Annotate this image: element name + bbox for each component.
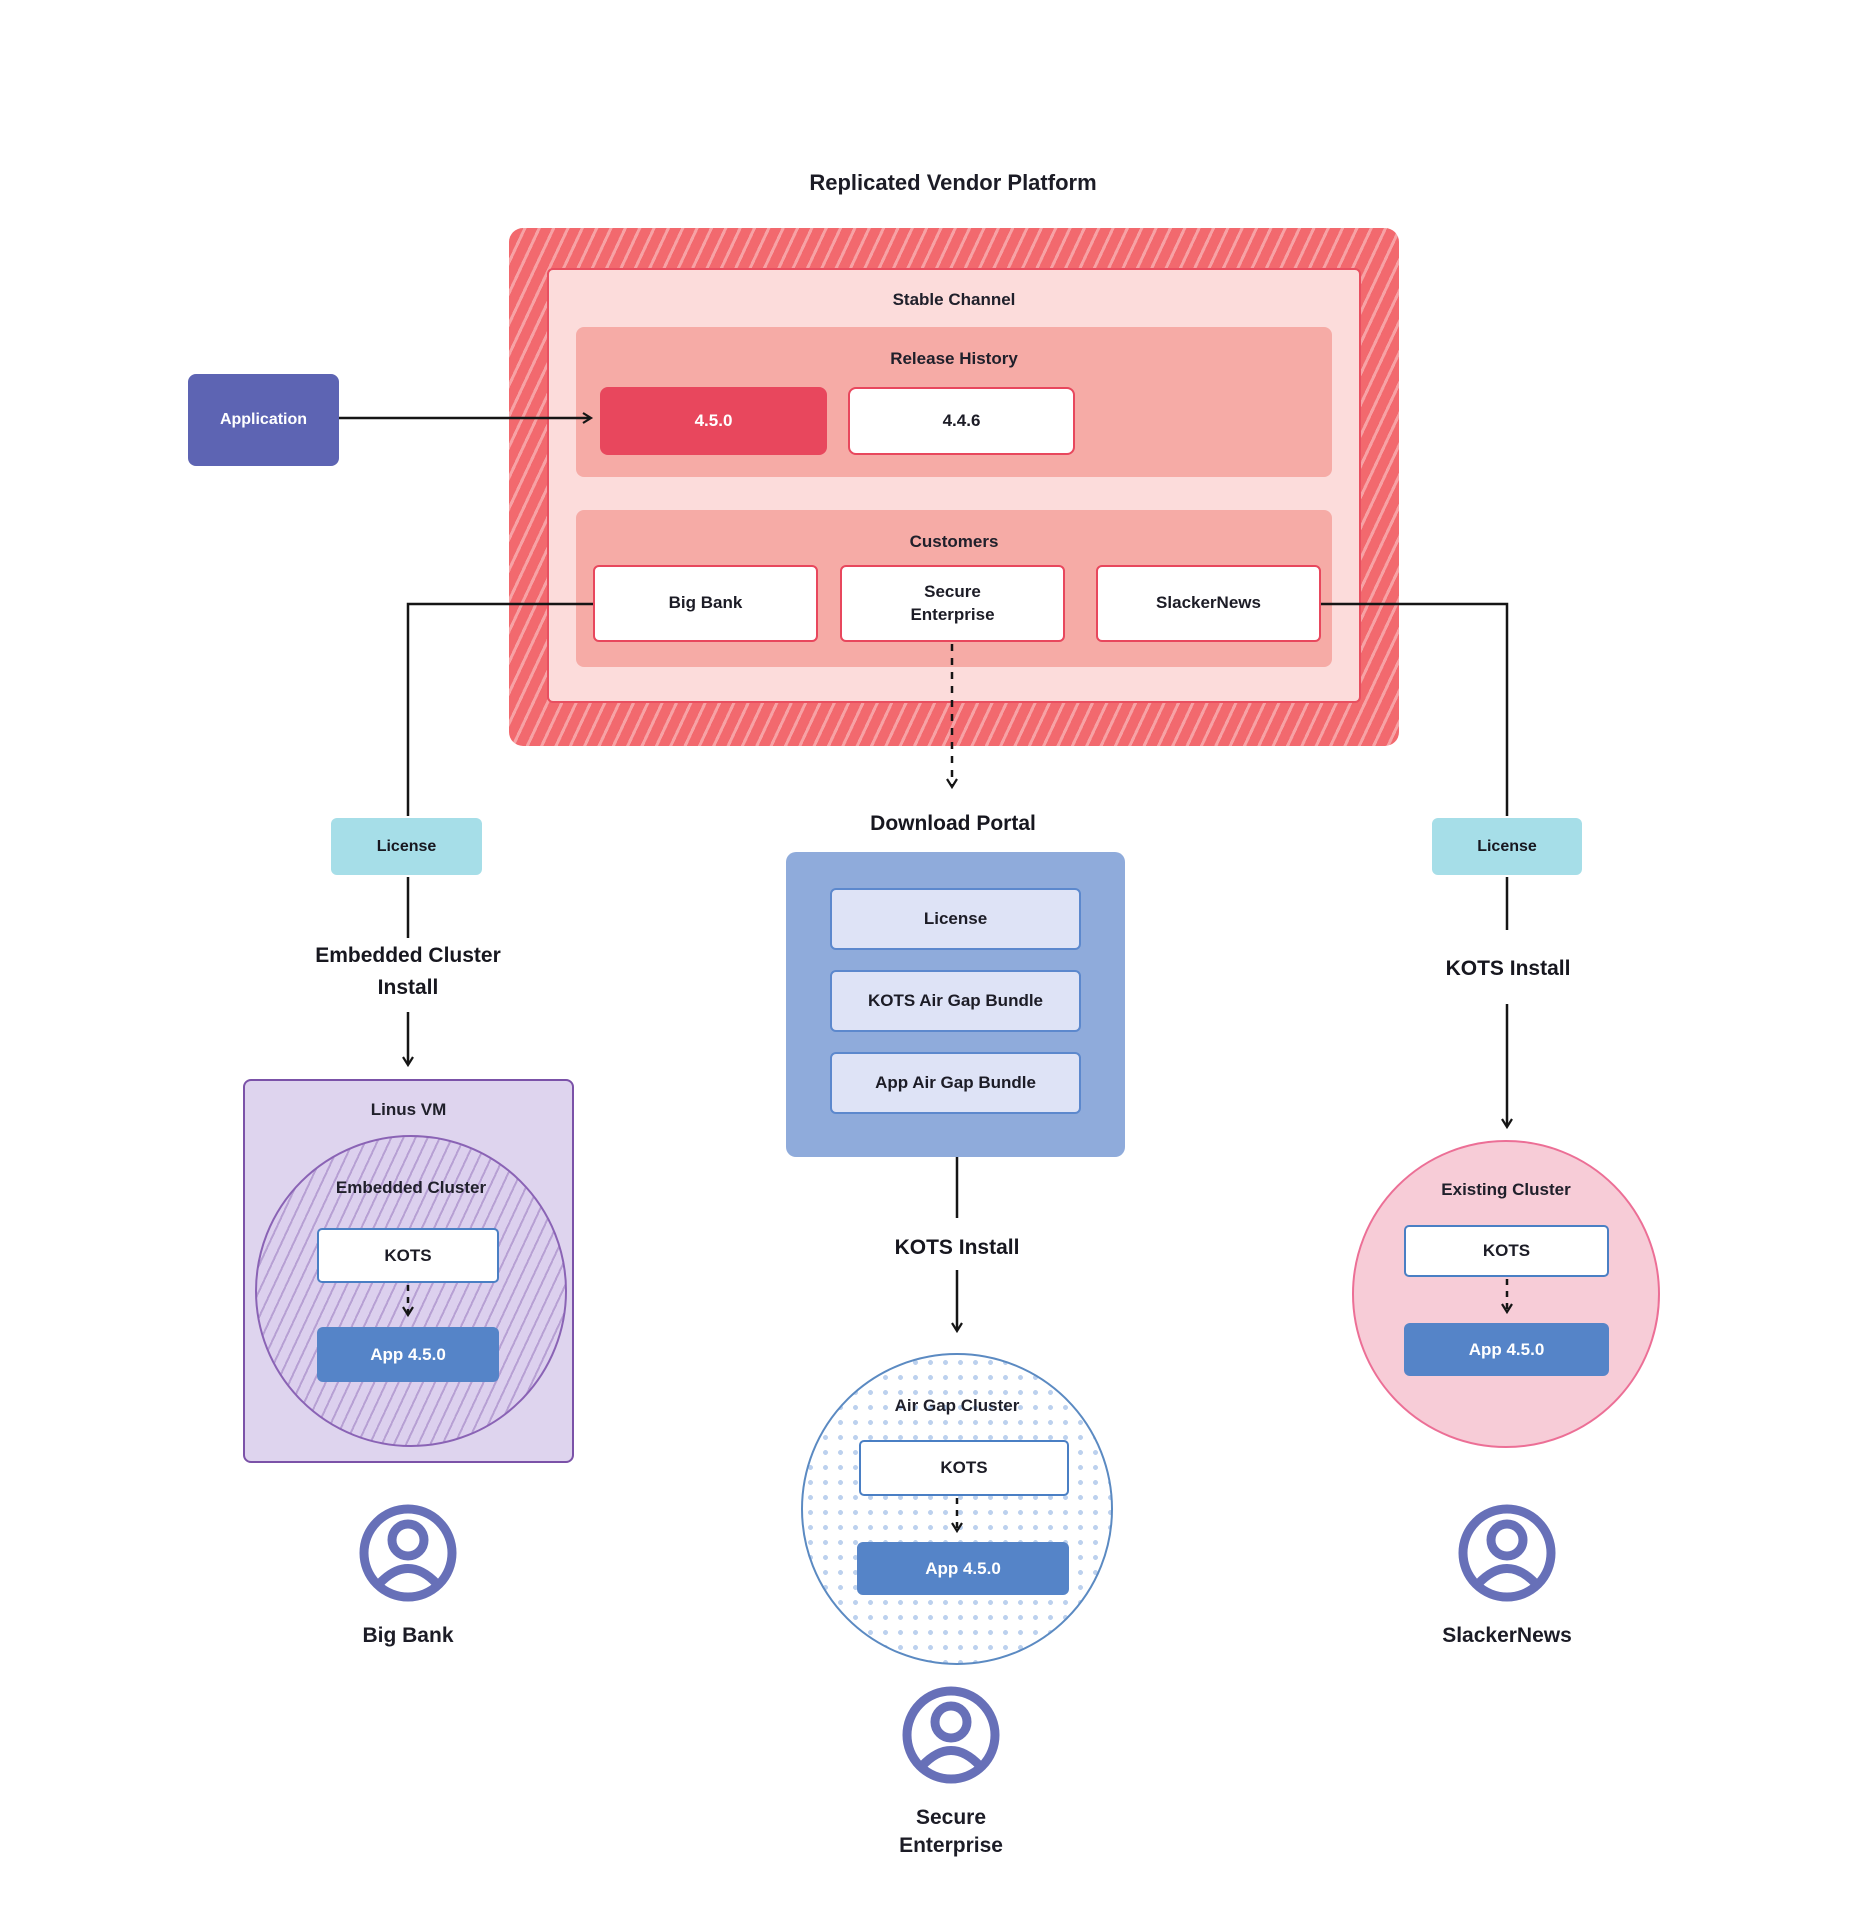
customer-big-bank-label: Big Bank [668,593,743,613]
kots-box-middle: KOTS [859,1440,1069,1496]
customer-slackernews-box: SlackerNews [1096,565,1321,642]
kots-box-right: KOTS [1404,1225,1609,1277]
existing-cluster-label: Existing Cluster [1441,1180,1571,1199]
customer-secure-enterprise-box: Secure Enterprise [840,565,1065,642]
release-446-box: 4.4.6 [848,387,1075,455]
embedded-cluster-install-label: Embedded Cluster Install [315,944,501,999]
download-portal-label: Download Portal [870,812,1036,835]
customers-label: Customers [909,532,999,551]
kots-install-label-middle: KOTS Install [894,1236,1020,1259]
user-icon-big-bank [359,1504,457,1602]
embedded-cluster-circle [255,1135,567,1447]
user-icon-slackernews [1458,1504,1556,1602]
customer-big-bank-box: Big Bank [593,565,818,642]
kots-install-label-right: KOTS Install [1445,957,1571,980]
user-label-slackernews: SlackerNews [1442,1624,1572,1647]
customer-secure-enterprise-label: Secure Enterprise [910,581,995,624]
portal-item-license: License [830,888,1081,950]
embedded-cluster-label: Embedded Cluster [335,1178,487,1197]
app-box-middle: App 4.5.0 [857,1542,1069,1595]
air-gap-cluster-label: Air Gap Cluster [894,1396,1020,1415]
linus-vm-label: Linus VM [370,1100,447,1119]
stable-channel-label: Stable Channel [892,290,1016,309]
user-label-secure-enterprise: Secure Enterprise [899,1806,1003,1858]
kots-box-left: KOTS [317,1228,499,1283]
user-icon-secure-enterprise [902,1686,1000,1784]
license-badge-left: License [331,818,482,875]
app-box-right: App 4.5.0 [1404,1323,1609,1376]
customer-slackernews-label: SlackerNews [1156,593,1261,613]
portal-item-kots-bundle: KOTS Air Gap Bundle [830,970,1081,1032]
license-badge-right: License [1432,818,1582,875]
release-history-label: Release History [890,349,1018,368]
app-box-left: App 4.5.0 [317,1327,499,1382]
diagram-title: Replicated Vendor Platform [809,170,1097,195]
portal-item-app-bundle: App Air Gap Bundle [830,1052,1081,1114]
application-box: Application [188,374,339,466]
user-label-big-bank: Big Bank [362,1624,454,1647]
release-450-box: 4.5.0 [600,387,827,455]
